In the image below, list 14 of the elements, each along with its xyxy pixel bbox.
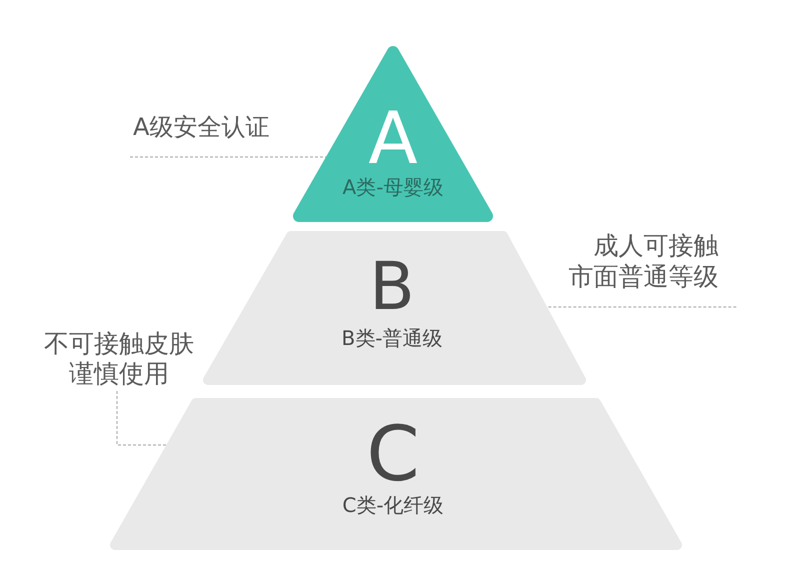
trapezoid-tier bbox=[110, 398, 682, 550]
leader-line bbox=[130, 156, 328, 158]
tier-letter: A bbox=[368, 102, 418, 174]
annotation-text: 不可接触皮肤谨慎使用 bbox=[41, 329, 198, 389]
tier-label: C类-化纤级 bbox=[342, 495, 444, 515]
leader-line bbox=[116, 390, 168, 446]
tier-letter: C bbox=[366, 416, 420, 492]
annotation-text: 成人可接触市面普通等级 bbox=[562, 230, 718, 292]
tier-letter: B bbox=[369, 254, 415, 320]
tier-label: A类-母婴级 bbox=[342, 177, 444, 197]
tier-label: B类-普通级 bbox=[342, 328, 442, 348]
leader-line bbox=[546, 306, 737, 308]
triangle-tier bbox=[293, 46, 493, 222]
annotation-text: A级安全认证 bbox=[133, 112, 270, 142]
